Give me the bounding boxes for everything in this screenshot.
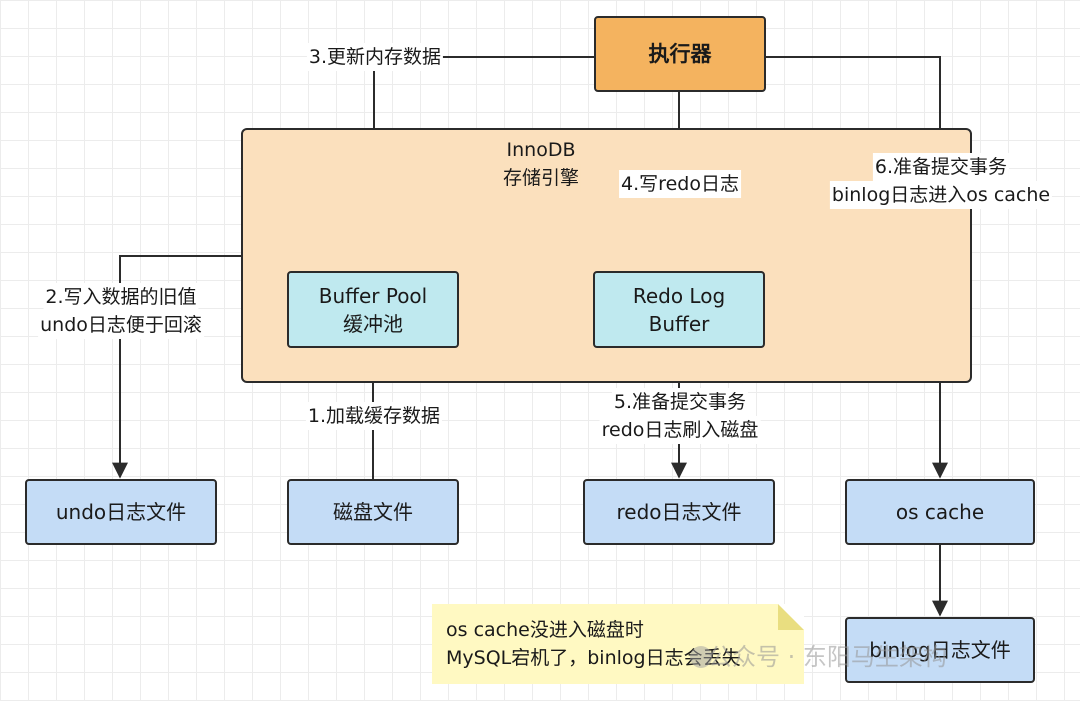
undo-file-node: undo日志文件	[25, 479, 217, 545]
step2-label-line2: undo日志便于回滚	[38, 311, 204, 339]
executor-node: 执行器	[594, 16, 766, 92]
watermark-text: 公众号 · 东阳马生架构	[708, 643, 947, 671]
buffer-pool-label-line2: 缓冲池	[343, 311, 403, 336]
edge-innodb-to-undo-file	[112, 255, 241, 479]
watermark-icon	[690, 646, 712, 668]
redo-log-buffer-label-line2: Buffer	[648, 311, 710, 336]
disk-file-label: 磁盘文件	[333, 500, 413, 524]
redo-log-buffer-label-line1: Redo Log	[632, 283, 726, 308]
warning-note: os cache没进入磁盘时 MySQL宕机了，binlog日志会丢失	[432, 604, 804, 684]
innodb-subtitle: 存储引擎	[500, 164, 582, 192]
redo-file-node: redo日志文件	[583, 479, 775, 545]
step6-label-line2: binlog日志进入os cache	[829, 181, 1053, 209]
buffer-pool-label-line1: Buffer Pool	[318, 283, 428, 308]
step3-label: 3.更新内存数据	[306, 43, 444, 71]
step5-label-line1: 5.准备提交事务	[611, 388, 749, 416]
note-line2: MySQL宕机了，binlog日志会丢失	[446, 647, 741, 669]
step6-label-line1: 6.准备提交事务	[872, 153, 1010, 181]
step2-label-line1: 2.写入数据的旧值	[43, 283, 199, 311]
buffer-pool-node: Buffer Pool 缓冲池	[287, 271, 459, 348]
step4-label: 4.写redo日志	[619, 170, 741, 198]
undo-file-label: undo日志文件	[55, 500, 187, 524]
innodb-title: InnoDB	[504, 136, 578, 164]
os-cache-label: os cache	[895, 500, 985, 524]
step5-label-line2: redo日志刷入磁盘	[599, 416, 761, 444]
binlog-file-label: binlog日志文件	[869, 638, 1011, 662]
note-line1: os cache没进入磁盘时	[446, 619, 644, 641]
binlog-file-node: binlog日志文件	[845, 617, 1035, 683]
os-cache-node: os cache	[845, 479, 1035, 545]
disk-file-node: 磁盘文件	[287, 479, 459, 545]
redo-log-buffer-node: Redo Log Buffer	[593, 271, 765, 348]
executor-label: 执行器	[648, 42, 712, 66]
step1-label: 1.加载缓存数据	[305, 402, 443, 430]
note-fold-corner	[778, 604, 804, 630]
redo-file-label: redo日志文件	[616, 500, 742, 524]
